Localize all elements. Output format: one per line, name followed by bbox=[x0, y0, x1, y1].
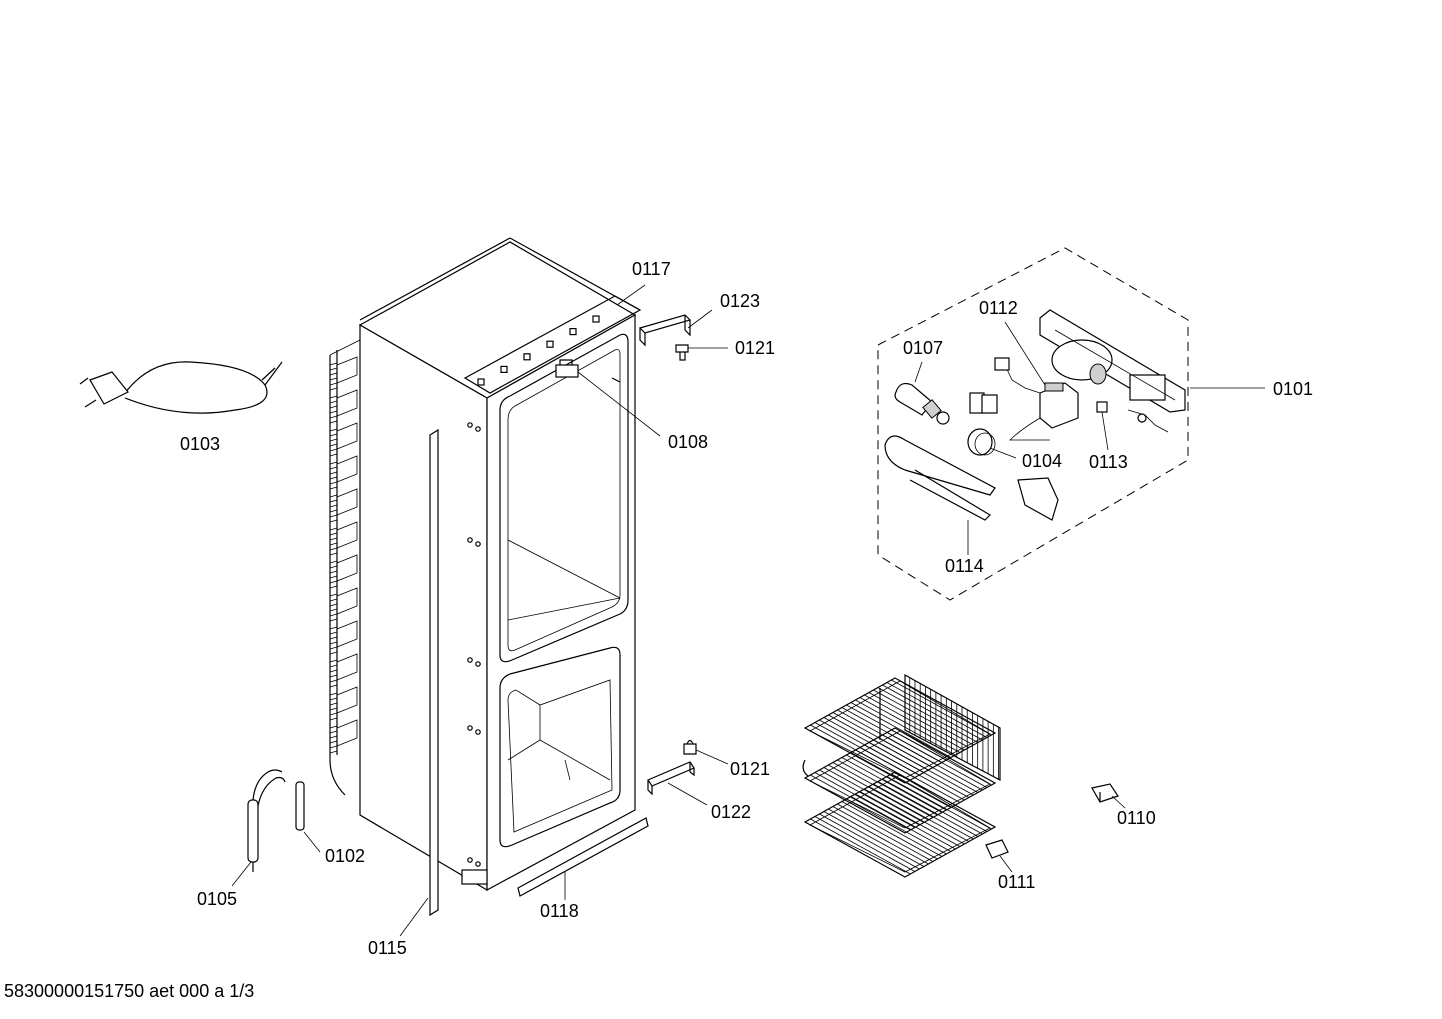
label-0117: 0117 bbox=[632, 259, 671, 279]
clip-part-0111 bbox=[985, 839, 1009, 859]
thermostat-assembly-outline bbox=[877, 247, 1189, 601]
bottom-hinge-bracket bbox=[647, 761, 695, 796]
power-cord bbox=[79, 361, 283, 414]
label-0114: 0114 bbox=[945, 556, 984, 576]
wire-shelves bbox=[802, 673, 1001, 878]
label-0105: 0105 bbox=[197, 889, 237, 909]
label-0112: 0112 bbox=[979, 298, 1018, 318]
lamp-socket-part bbox=[555, 359, 621, 383]
cabinet-body bbox=[329, 237, 642, 892]
door-seal-strip bbox=[429, 428, 439, 917]
label-0108: 0108 bbox=[668, 432, 708, 452]
label-0103: 0103 bbox=[180, 434, 220, 454]
label-0107: 0107 bbox=[903, 338, 943, 358]
label-0121-top: 0121 bbox=[735, 338, 775, 358]
label-0101: 0101 bbox=[1273, 379, 1313, 399]
thermostat-knob bbox=[967, 428, 996, 456]
label-0123: 0123 bbox=[720, 291, 760, 311]
door-switch bbox=[1096, 401, 1169, 433]
top-hinge-pin bbox=[675, 344, 689, 361]
leader-lines bbox=[231, 284, 1265, 937]
bottom-strip bbox=[517, 817, 649, 897]
label-0111: 0111 bbox=[998, 872, 1035, 892]
lamp-cover bbox=[884, 435, 1059, 521]
label-0122: 0122 bbox=[711, 802, 751, 822]
lamp-bulb bbox=[894, 382, 950, 425]
bottom-hinge-pin bbox=[683, 739, 697, 755]
label-0113: 0113 bbox=[1089, 452, 1128, 472]
label-0104: 0104 bbox=[1022, 451, 1062, 471]
filter-drier bbox=[247, 769, 286, 872]
clip-part-0110 bbox=[1091, 783, 1119, 803]
label-0121-bottom: 0121 bbox=[730, 759, 770, 779]
label-0115: 0115 bbox=[368, 938, 407, 958]
thermostat-control bbox=[969, 357, 1079, 441]
label-0110: 0110 bbox=[1117, 808, 1156, 828]
sensor-tube bbox=[295, 781, 305, 831]
condenser-coil bbox=[329, 339, 361, 796]
thermostat-housing bbox=[1039, 309, 1186, 413]
top-hinge-bracket bbox=[638, 314, 692, 347]
document-footer: 58300000151750 aet 000 a 1/3 bbox=[4, 981, 255, 1001]
label-0118: 0118 bbox=[540, 901, 579, 921]
part-labels: 0117 0123 0121 0108 0103 0112 0107 0101 … bbox=[180, 259, 1313, 958]
label-0102: 0102 bbox=[325, 846, 365, 866]
